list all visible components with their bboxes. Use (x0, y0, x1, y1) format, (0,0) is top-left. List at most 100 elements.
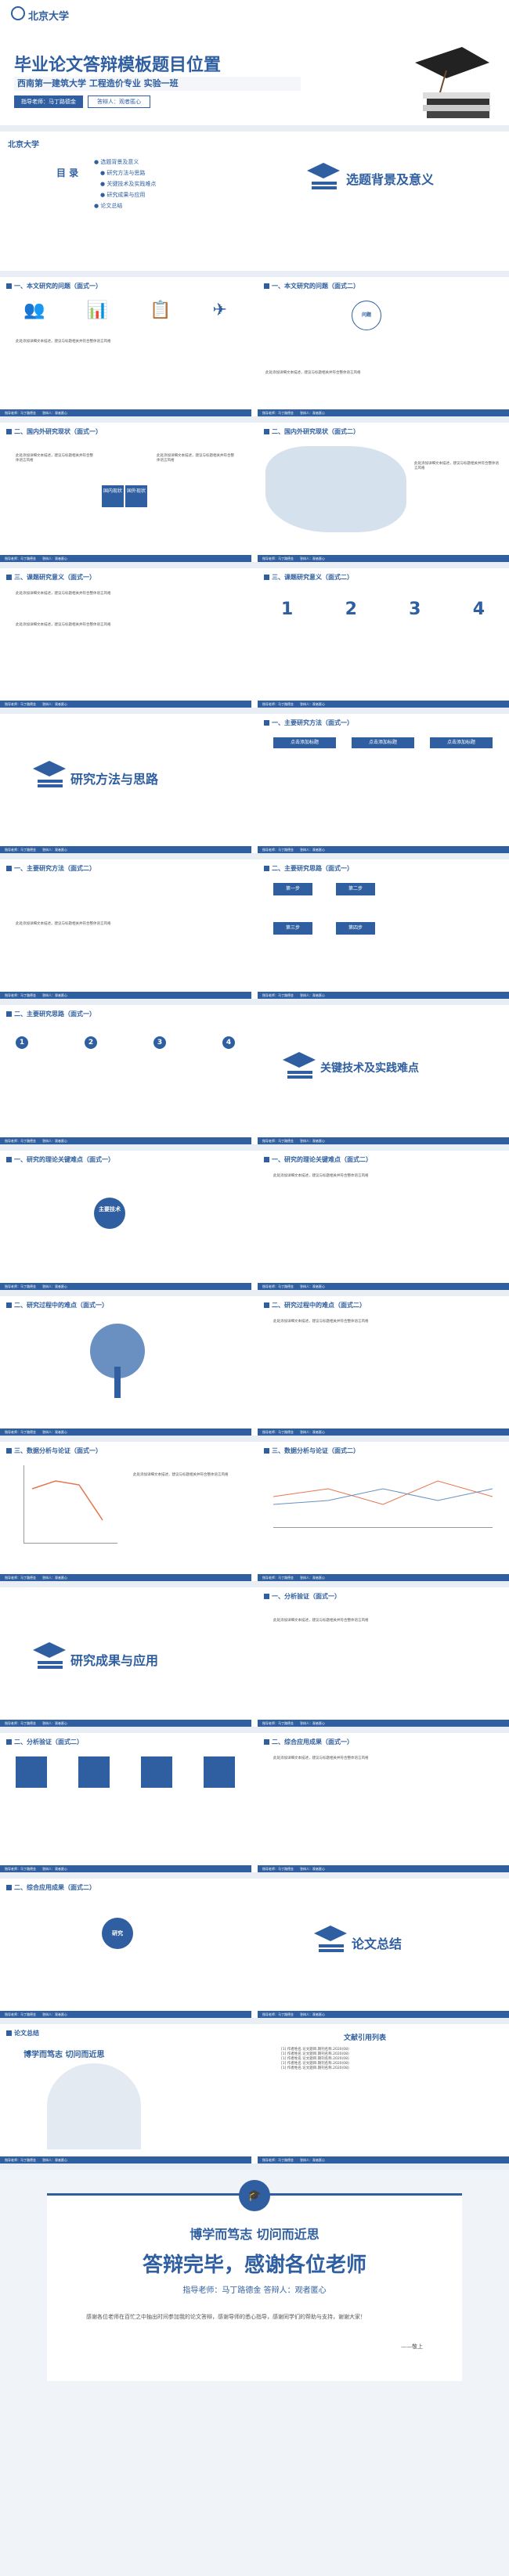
cover-title: 毕业论文答辩模板题目位置 (14, 56, 222, 75)
number-2: 2 (345, 600, 357, 619)
ref-item: [1] 作者姓名.论文题目.期刊名称.2020(08) (281, 2062, 349, 2066)
body-text: 此处添加详细文本描述，建议与标题相关并符合整体语言风格 (273, 1174, 369, 1178)
slide-title: 一、研究的理论关键难点（面式二） (264, 1155, 372, 1164)
slide-footer: 指导老师：马丁路德金答辩人：观者匿心 (258, 1865, 509, 1872)
slide-refs: 文献引用列表 [1] 作者姓名.论文题目.期刊名称.2020(08) [1] 作… (258, 2024, 509, 2163)
body-text: 此处添加详细文本描述，建议与标题相关并符合整体语言风格 (273, 1320, 369, 1324)
slide-bg1: 一、本文研究的问题（面式一） 👥 📊 📋 ✈ 此处添加详细文本描述，建议与标题相… (0, 277, 251, 416)
toc-slide: 北京大学 目 录 ● 选题背景及意义 ● 研究方法与思路 ● 关键技术及实践难点… (0, 132, 509, 271)
slide-title: 一、本文研究的问题（面式一） (6, 282, 102, 290)
toc-item[interactable]: ● 研究成果与应用 (100, 192, 146, 198)
icon-row: 👥 📊 📋 ✈ (23, 301, 227, 324)
section2-title: 研究方法与思路 (70, 772, 159, 787)
feature-icon (141, 1756, 172, 1788)
toc-item[interactable]: ● 论文总结 (94, 203, 123, 209)
feature-icon (204, 1756, 235, 1788)
graduation-cap-books-icon (407, 47, 493, 121)
slide-k3: 二、研究过程中的难点（面式一） 指导老师：马丁路德金答辩人：观者匿心 (0, 1296, 251, 1436)
section3-slide: 关键技术及实践难点 指导老师：马丁路德金答辩人：观者匿心 (258, 1005, 509, 1144)
feature-icon (16, 1756, 47, 1788)
slide-title: 三、课题研究意义（面式一） (6, 573, 96, 582)
slide-footer: 指导老师：马丁路德金答辩人：观者匿心 (258, 1429, 509, 1436)
slide-footer: 指导老师：马丁路德金答辩人：观者匿心 (0, 409, 251, 416)
slide-title: 二、国内外研究现状（面式二） (264, 427, 359, 436)
slide-footer: 指导老师：马丁路德金答辩人：观者匿心 (0, 1865, 251, 1872)
tree-icon (78, 1320, 157, 1398)
slide-k6: 三、数据分析与论证（面式二） 指导老师：马丁路德金答辩人：观者匿心 (258, 1442, 509, 1581)
ref-item: [1] 作者姓名.论文题目.期刊名称.2020(08) (281, 2066, 349, 2070)
stamp-icon: 📋 (150, 301, 171, 320)
body-text: 此处添加详细文本描述，建议与标题相关并符合整体语言风格 (16, 623, 111, 627)
method-box: 点击添加标题 (430, 737, 493, 748)
slide-k2: 一、研究的理论关键难点（面式二） 此处添加详细文本描述，建议与标题相关并符合整体… (258, 1151, 509, 1290)
slide-footer: 指导老师：马丁路德金答辩人：观者匿心 (258, 992, 509, 999)
cap-icon (312, 1926, 348, 1957)
slide-footer: 指导老师：马丁路德金答辩人：观者匿心 (258, 555, 509, 562)
slide-footer: 指导老师：马丁路德金答辩人：观者匿心 (0, 1137, 251, 1144)
question-circle: 问题 (352, 301, 381, 330)
slogan: 博学而笃志 切问而近思 (23, 2051, 105, 2059)
graduates-photo (47, 2063, 141, 2149)
number-3: 3 (153, 1036, 166, 1049)
ending-card: 🎓 博学而笃志 切问而近思 答辩完毕，感谢各位老师 指导老师：马丁路德金 答辩人… (47, 2180, 462, 2381)
number-3: 3 (409, 600, 421, 619)
slide-title: 一、研究的理论关键难点（面式一） (6, 1155, 114, 1164)
toc-item[interactable]: ● 选题背景及意义 (94, 159, 139, 165)
icon-row (16, 1756, 235, 1788)
slide-bg4: 二、国内外研究现状（面式二） 此处添加详细文本描述，建议与标题相关并符合整体语言… (258, 423, 509, 562)
foreign-box: 国外现状 (125, 485, 147, 507)
toc-list: ● 选题背景及意义 ● 研究方法与思路 ● 关键技术及实践难点 ● 研究成果与应… (94, 157, 156, 211)
section4-slide: 研究成果与应用 指导老师：马丁路德金答辩人：观者匿心 (0, 1587, 251, 1727)
student-pill: 答辩人：观者匿心 (88, 95, 150, 108)
slide-footer: 指导老师：马丁路德金答辩人：观者匿心 (0, 992, 251, 999)
slide-r1: 一、分析验证（面式一） 此处添加详细文本描述，建议与标题相关并符合整体语言风格 … (258, 1587, 509, 1727)
chart-icon: 📊 (86, 301, 108, 320)
body-text: 此处添加详细文本描述，建议与标题相关并符合整体语言风格 (157, 454, 234, 463)
feature-icon (78, 1756, 110, 1788)
ending-names: 指导老师：马丁路德金 答辩人：观者匿心 (182, 2286, 327, 2295)
toc-item[interactable]: ● 研究方法与思路 (100, 170, 146, 176)
number-1: 1 (16, 1036, 28, 1049)
slide-k5: 三、数据分析与论证（面式一） 此处添加详细文本描述，建议与标题相关并符合整体语言… (0, 1442, 251, 1581)
section4-title: 研究成果与应用 (70, 1653, 159, 1668)
section5-slide: 论文总结 指导老师：马丁路德金答辩人：观者匿心 (258, 1879, 509, 2018)
section3-title: 关键技术及实践难点 (320, 1062, 419, 1075)
slide-m1: 一、主要研究方法（面式一） 点击添加标题 点击添加标题 点击添加标题 指导老师：… (258, 714, 509, 853)
slide-r3: 二、综合应用成果（面式一） 此处添加详细文本描述，建议与标题相关并符合整体语言风… (258, 1733, 509, 1872)
body-text: 此处添加详细文本描述，建议与标题相关并符合整体语言风格 (265, 371, 361, 375)
number-1: 1 (281, 600, 294, 619)
body-text: 此处添加详细文本描述，建议与标题相关并符合整体语言风格 (16, 454, 93, 463)
ending-title: 答辩完毕，感谢各位老师 (142, 2254, 366, 2277)
slide-k4: 二、研究过程中的难点（面式二） 此处添加详细文本描述，建议与标题相关并符合整体语… (258, 1296, 509, 1436)
toc-label: 目 录 (56, 168, 79, 178)
body-text: 此处添加详细文本描述，建议与标题相关并符合整体语言风格 (16, 340, 111, 344)
toc-logo: 北京大学 (8, 141, 39, 150)
slide-footer: 指导老师：马丁路德金答辩人：观者匿心 (0, 846, 251, 853)
slide-footer: 指导老师：马丁路德金答辩人：观者匿心 (258, 1720, 509, 1727)
method-box: 点击添加标题 (273, 737, 336, 748)
toc-item[interactable]: ● 关键技术及实践难点 (100, 181, 157, 187)
chart-area (23, 1465, 117, 1544)
ref-item: [1] 作者姓名.论文题目.期刊名称.2020(08) (281, 2052, 349, 2056)
slide-footer: 指导老师：马丁路德金答辩人：观者匿心 (258, 2156, 509, 2163)
ref-item: [1] 作者姓名.论文题目.期刊名称.2020(08) (281, 2048, 349, 2052)
body-text: 此处添加详细文本描述，建议与标题相关并符合整体语言风格 (16, 592, 111, 596)
plane-icon: ✈ (212, 301, 227, 320)
slide-title: 二、分析验证（面式二） (6, 1738, 83, 1746)
section1-title: 选题背景及意义 (346, 172, 435, 187)
logo-text: 北京大学 (28, 11, 70, 23)
slide-footer: 指导老师：马丁路德金答辩人：观者匿心 (0, 555, 251, 562)
slide-sum1: 论文总结 博学而笃志 切问而近思 指导老师：马丁路德金答辩人：观者匿心 (0, 2024, 251, 2163)
slide-footer: 指导老师：马丁路德金答辩人：观者匿心 (0, 1720, 251, 1727)
slide-title: 论文总结 (6, 2029, 39, 2037)
slide-k1: 一、研究的理论关键难点（面式一） 主要技术 指导老师：马丁路德金答辩人：观者匿心 (0, 1151, 251, 1290)
research-circle: 研究 (102, 1918, 133, 1949)
slide-title: 二、国内外研究现状（面式一） (6, 427, 102, 436)
ending-slide: 🎓 博学而笃志 切问而近思 答辩完毕，感谢各位老师 指导老师：马丁路德金 答辩人… (0, 2170, 509, 2576)
section2-slide: 研究方法与思路 指导老师：马丁路德金答辩人：观者匿心 (0, 714, 251, 853)
slide-title: 一、本文研究的问题（面式二） (264, 282, 359, 290)
core-tech-circle: 主要技术 (94, 1198, 125, 1229)
ending-sign: ——敬上 (401, 2344, 423, 2350)
method-box: 点击添加标题 (352, 737, 414, 748)
body-text: 此处添加详细文本描述，建议与标题相关并符合整体语言风格 (414, 462, 499, 470)
